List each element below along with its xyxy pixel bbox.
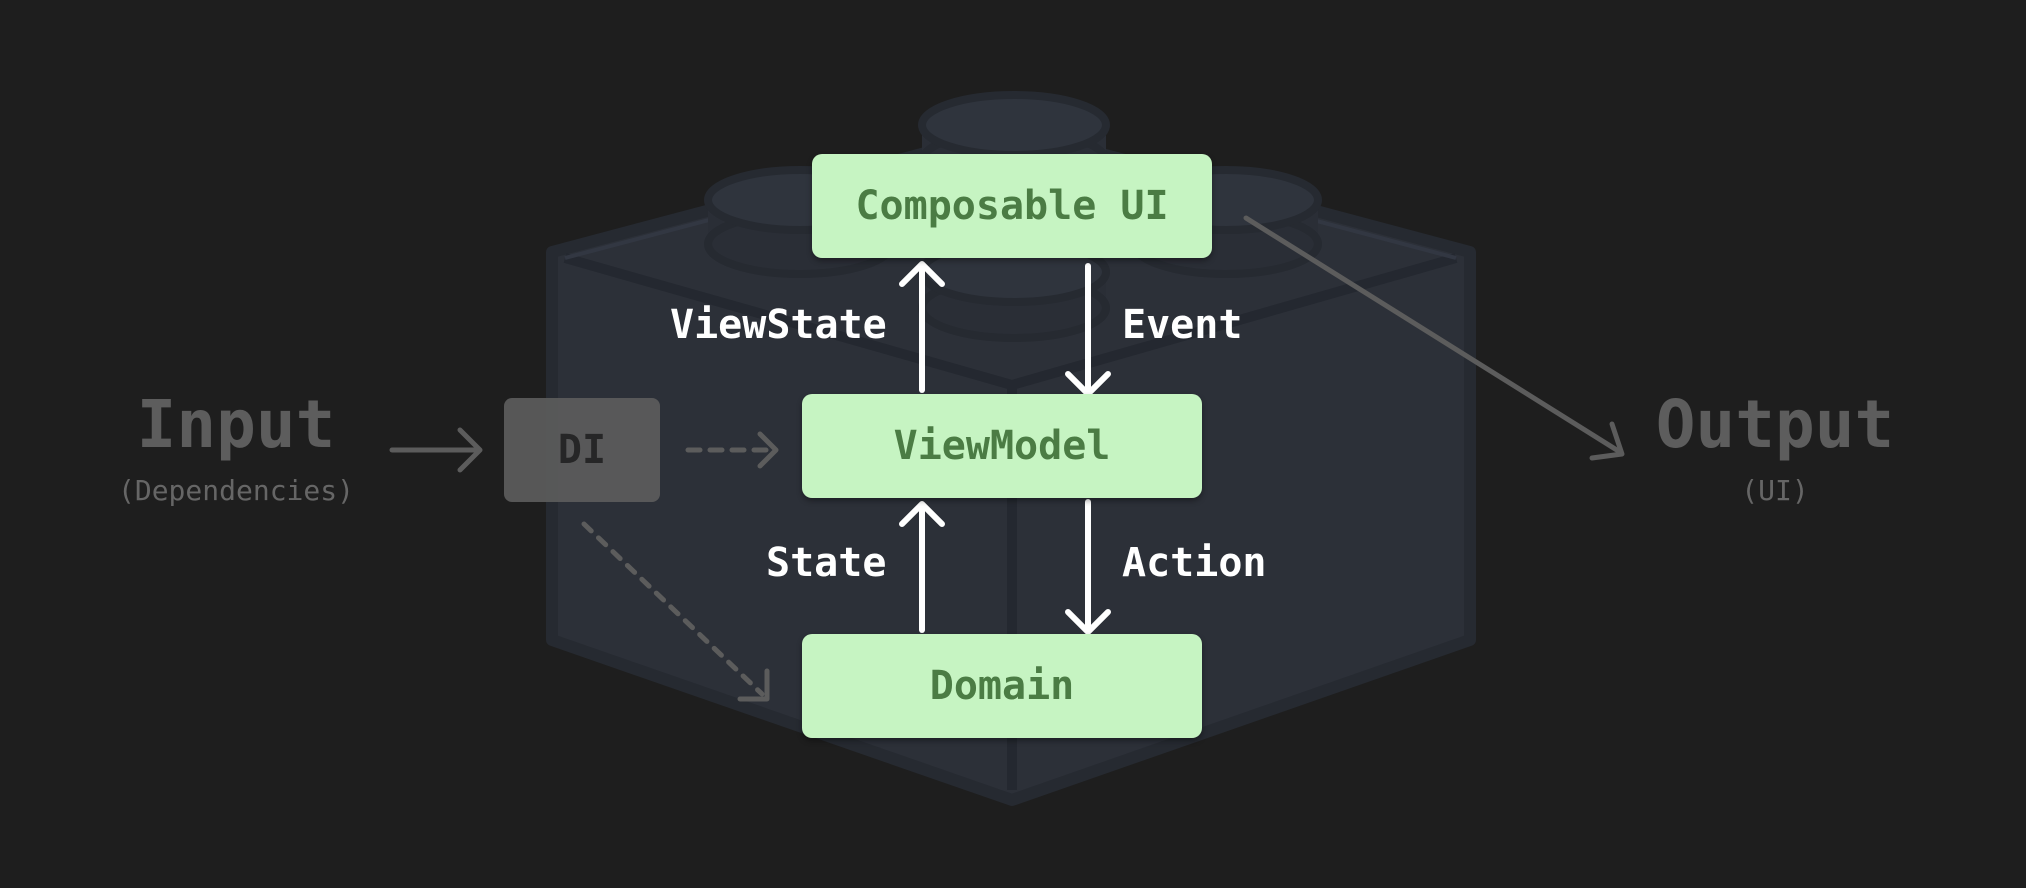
input-to-di-arrow bbox=[389, 427, 483, 473]
action-arrow bbox=[1065, 499, 1111, 635]
composable-ui-node: Composable UI bbox=[812, 154, 1212, 258]
composable-ui-label: Composable UI bbox=[855, 183, 1169, 229]
domain-node: Domain bbox=[802, 634, 1202, 738]
input-title: Input bbox=[136, 386, 336, 463]
input-subtitle: (Dependencies) bbox=[117, 474, 354, 507]
state-label: State bbox=[766, 540, 887, 586]
di-node: DI bbox=[504, 398, 660, 502]
ui-to-output-arrow bbox=[1243, 215, 1625, 461]
viewmodel-node: ViewModel bbox=[802, 394, 1202, 498]
di-label: DI bbox=[557, 427, 607, 473]
domain-label: Domain bbox=[929, 663, 1075, 709]
viewmodel-label: ViewModel bbox=[893, 423, 1111, 469]
viewstate-arrow bbox=[899, 261, 945, 393]
output-title: Output bbox=[1655, 386, 1895, 463]
action-label: Action bbox=[1122, 540, 1267, 586]
output-subtitle: (UI) bbox=[1741, 474, 1809, 507]
di-to-viewmodel-arrow bbox=[685, 431, 779, 469]
event-label: Event bbox=[1122, 302, 1243, 348]
state-arrow bbox=[899, 501, 945, 633]
viewstate-label: ViewState bbox=[670, 302, 887, 348]
di-to-domain-arrow bbox=[581, 521, 770, 702]
